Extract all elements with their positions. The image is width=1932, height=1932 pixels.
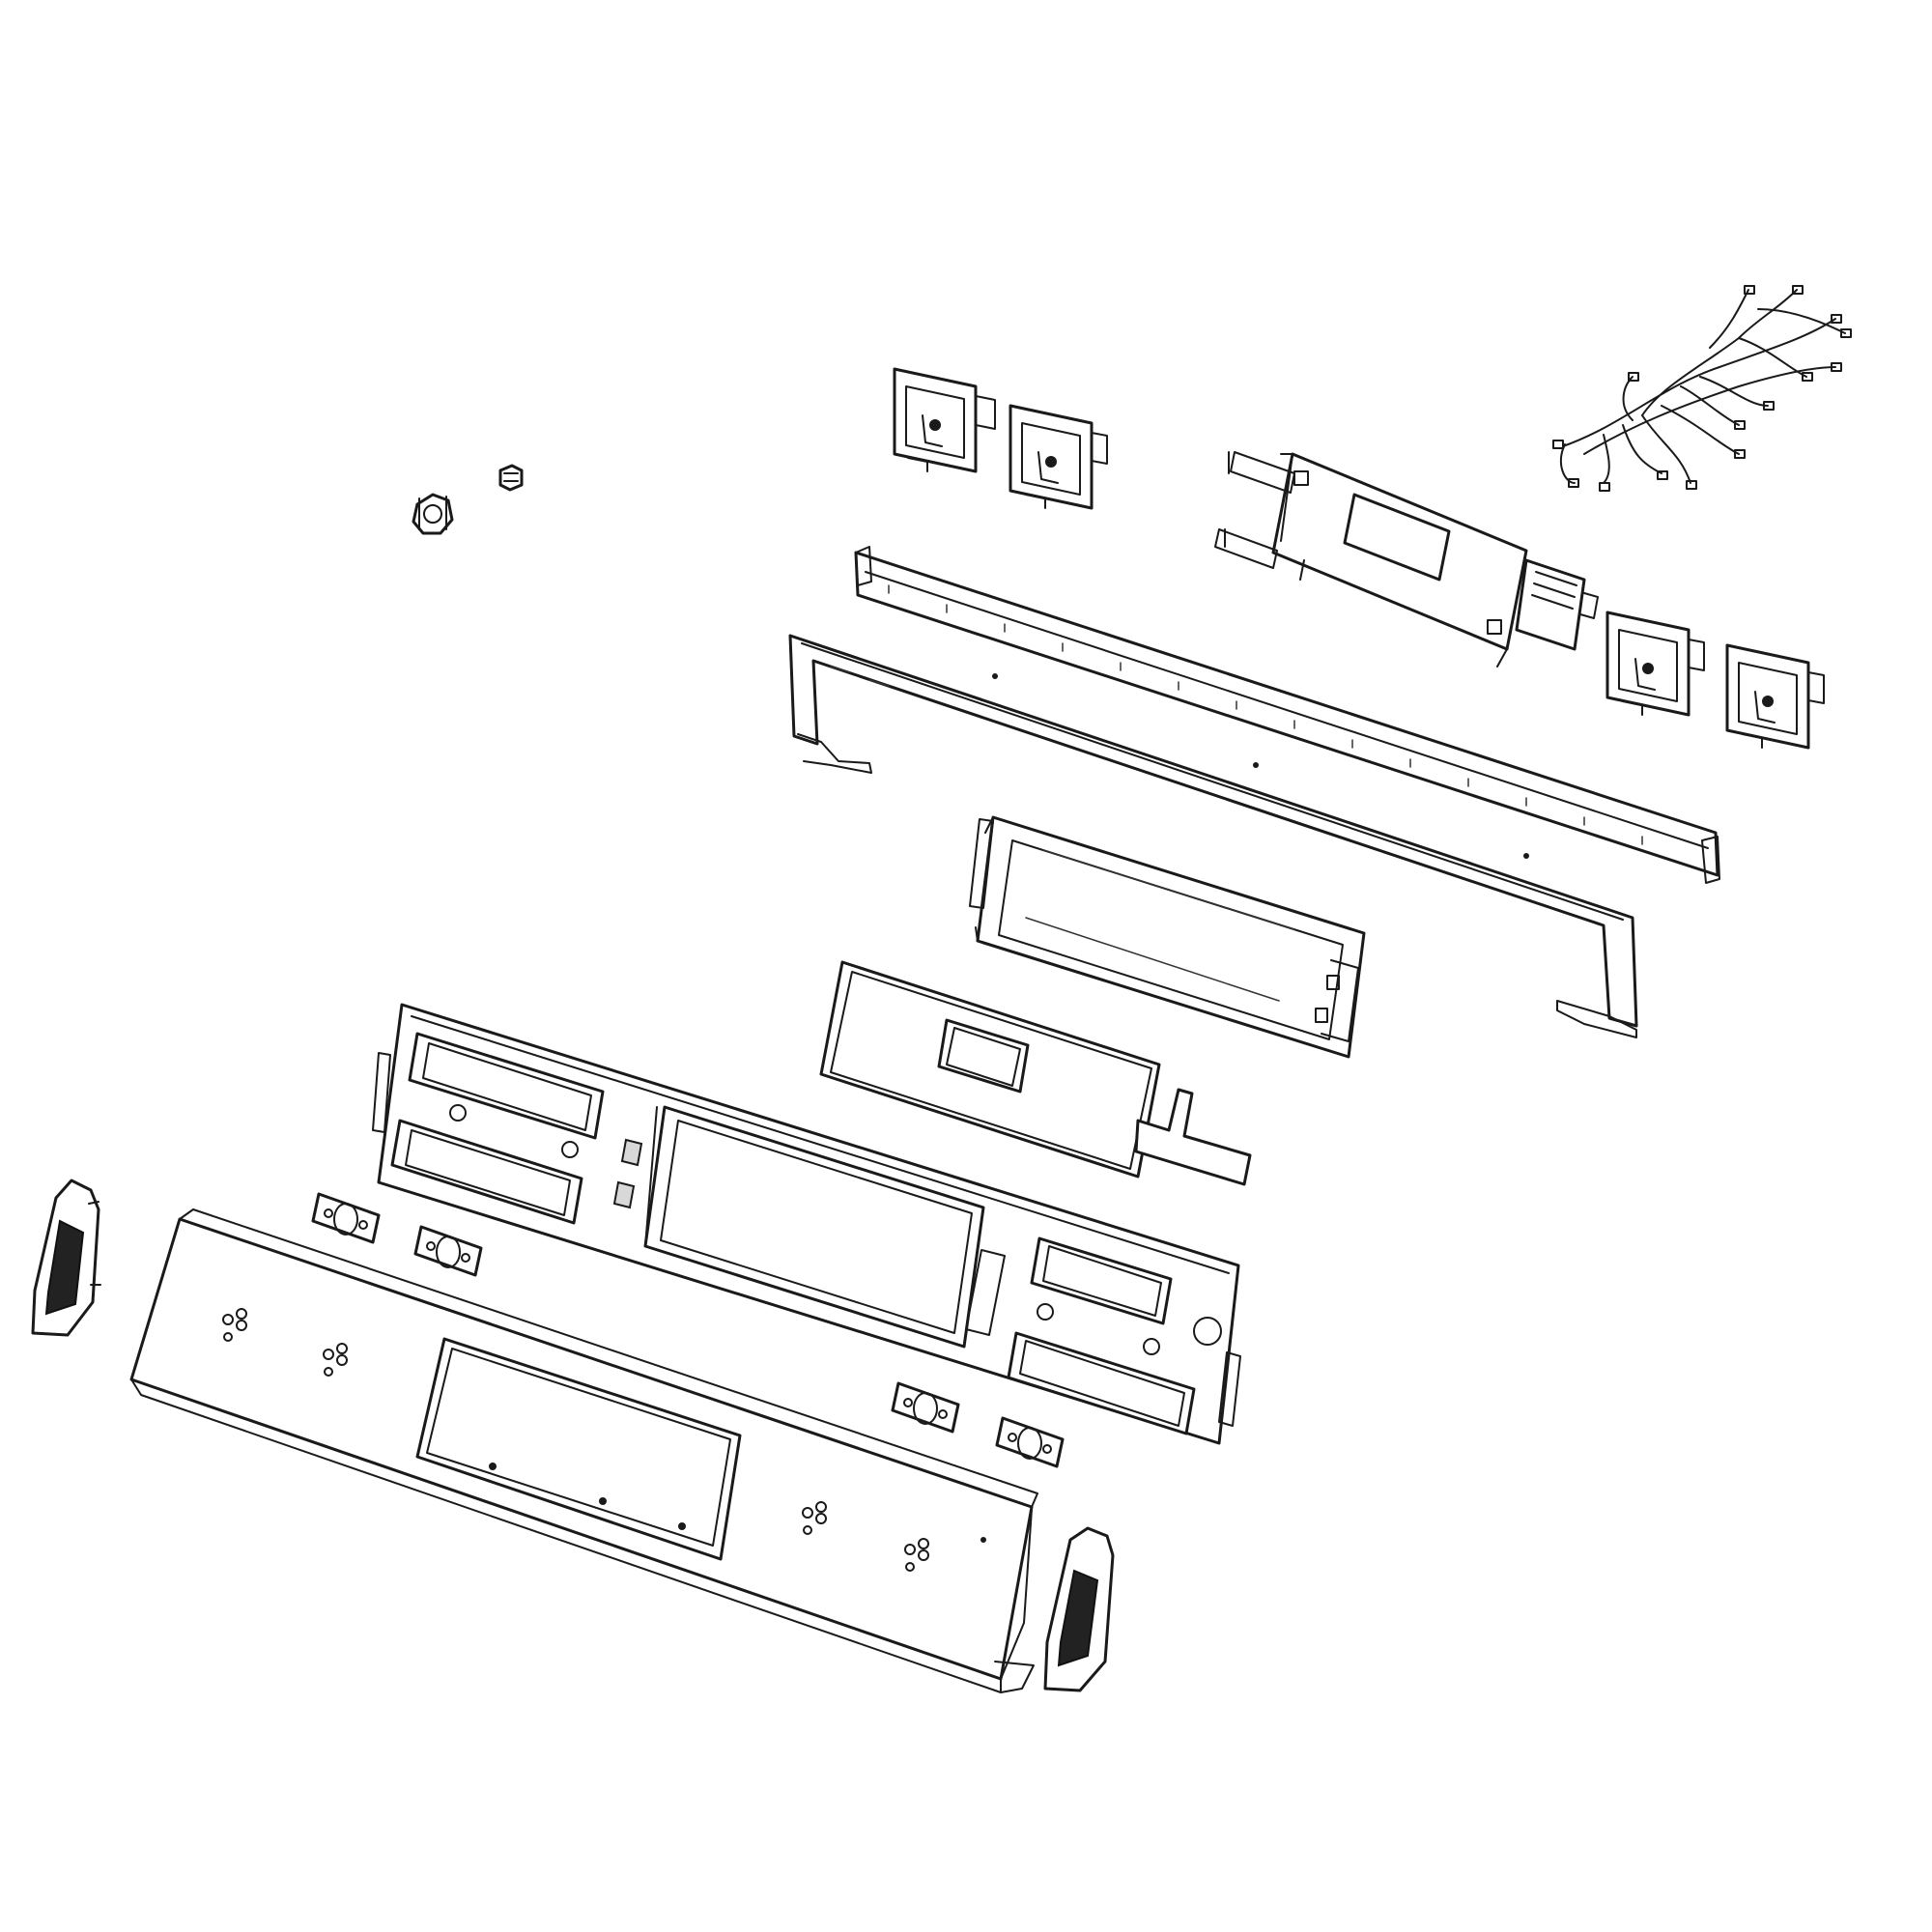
switch-module-3 [1605,611,1705,717]
switch-module-2 [1009,404,1108,510]
control-board [1214,451,1599,668]
control-panel-front [129,1208,1038,1693]
end-cap-right [1043,1526,1115,1692]
backguard-frame [788,634,1638,1038]
knob-small-lower [412,493,454,535]
display-bracket [969,815,1366,1059]
switch-module-1 [893,367,996,473]
knob-small-upper [498,464,524,492]
knob-clip-3 [891,1381,960,1434]
knob-clip-2 [413,1225,483,1277]
control-panel-support [372,1003,1241,1445]
knob-clip-4 [995,1416,1065,1468]
knob-clip-1 [311,1192,381,1244]
touch-membrane [819,960,1252,1186]
trim-rail-upper [854,546,1720,884]
switch-module-4 [1725,643,1825,750]
end-cap-left [31,1179,101,1337]
wire-harness [1552,285,1852,492]
